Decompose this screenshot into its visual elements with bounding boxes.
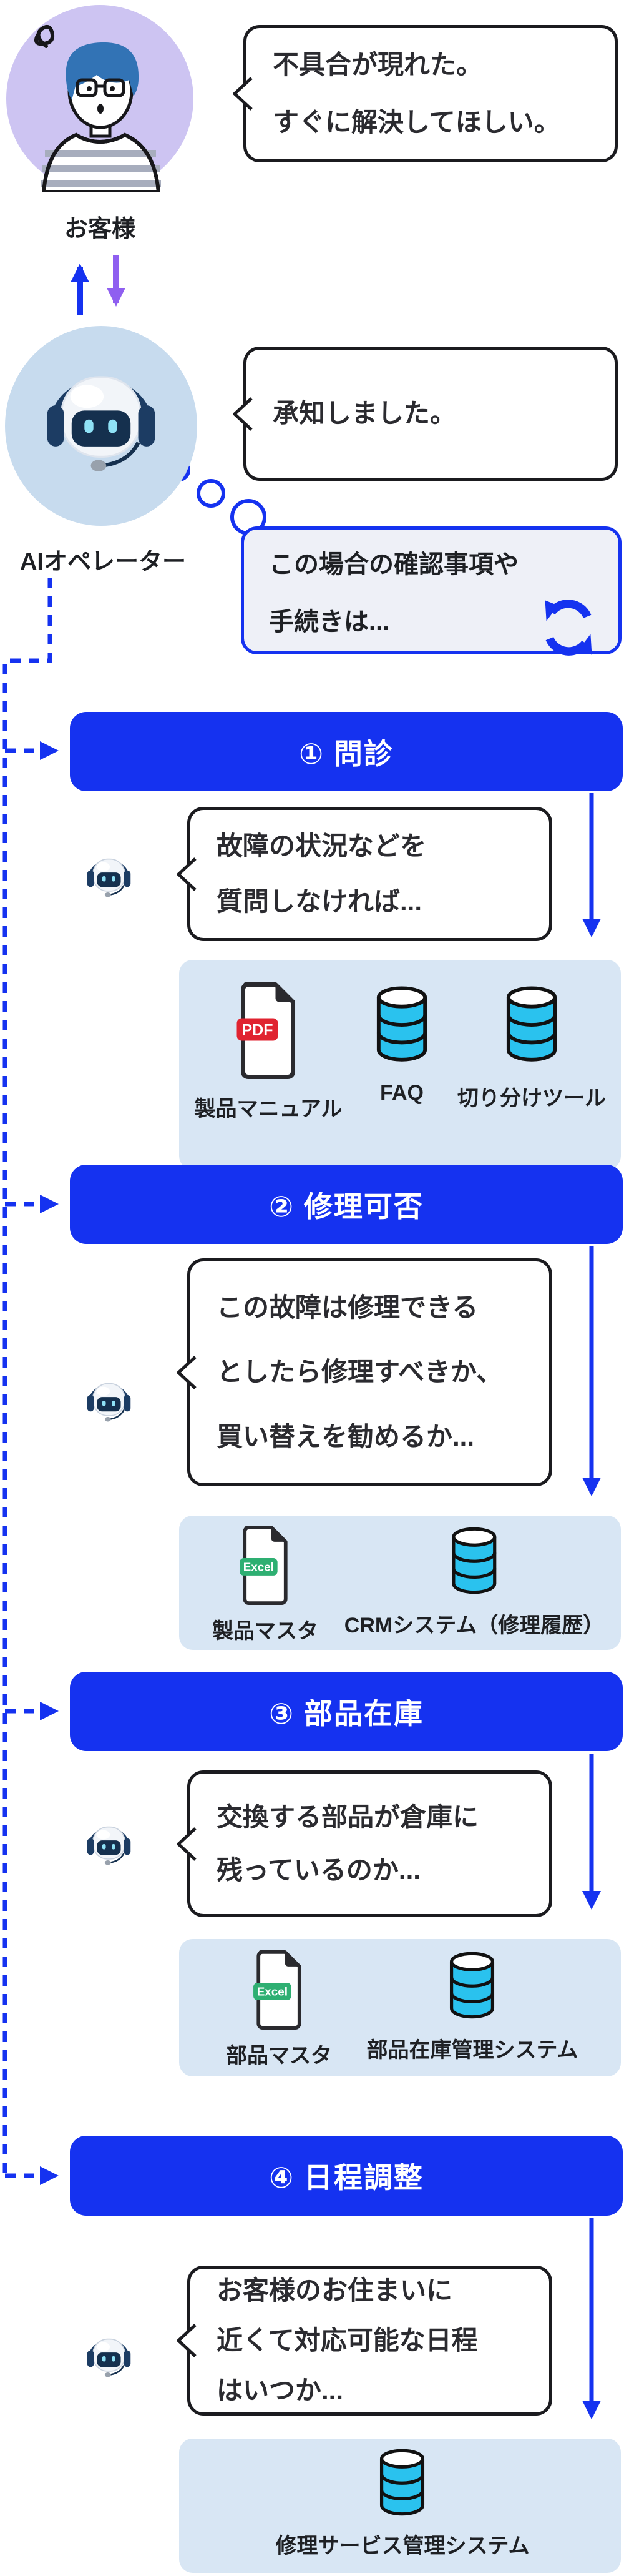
database-icon [450, 1952, 495, 2019]
microphone-icon [90, 460, 107, 471]
dashed-flow-line [2, 578, 59, 2185]
excel-file-icon: Excel [253, 1950, 301, 2030]
confusion-scribble-icon [34, 24, 55, 48]
resource-box-2: Excel 製品マスタ CRMシステム（修理履歴） [179, 1516, 621, 1650]
bubble-tail-icon [174, 856, 197, 893]
bubble-tail-icon [174, 1825, 197, 1863]
refresh-cycle-icon [545, 600, 592, 656]
speech-line: 故障の状況などを [217, 831, 427, 861]
database-icon [452, 1527, 497, 1594]
step-speech-bubble-4: お客様のお住まいに 近くて対応可能な日程 はいつか... [177, 2266, 552, 2416]
speech-line: 近くて対応可能な日程 [217, 2325, 478, 2355]
ai-operator-avatar [5, 326, 197, 526]
ai-speech-line: 承知しました。 [273, 398, 457, 428]
customer-avatar [6, 5, 193, 192]
svg-text:Excel: Excel [257, 1985, 288, 1998]
person-illustration-icon [34, 24, 161, 192]
robot-illustration-icon [47, 376, 155, 471]
resource-item: FAQ [374, 986, 429, 1105]
speech-line: としたら修理すべきか、 [217, 1357, 503, 1387]
customer-label: お客様 [64, 216, 135, 242]
thought-line: この場合の確認事項や [269, 550, 519, 578]
step-speech-bubble-3: 交換する部品が倉庫に 残っているのか... [177, 1770, 552, 1917]
step-speech-bubble-1: 故障の状況などを 質問しなければ... [177, 807, 552, 941]
step-banner-1: ① 問診 [70, 712, 623, 791]
step-banner-2: ② 修理可否 [70, 1165, 623, 1244]
resource-box-4: 修理サービス管理システム [179, 2439, 621, 2573]
robot-icon [70, 2320, 148, 2395]
speech-line: お客様のお住まいに [217, 2275, 453, 2305]
customer-speech-bubble: 不具合が現れた。 すぐに解決してほしい。 [233, 25, 618, 162]
speech-line: この故障は修理できる [217, 1293, 479, 1323]
robot-icon [70, 1364, 148, 1439]
speech-line: 残っているのか... [217, 1855, 421, 1885]
bubble-tail-icon [230, 395, 253, 433]
ai-operator-label: AIオペレーター [19, 549, 186, 575]
excel-file-icon: Excel [240, 1526, 288, 1605]
pdf-file-icon: PDF [236, 982, 296, 1079]
resource-item: Excel 部品マスタ [226, 1949, 332, 2069]
bubble-tail-icon [174, 1354, 197, 1391]
ai-speech-bubble: 承知しました。 [233, 347, 618, 481]
speech-line: 買い替えを勧めるか... [217, 1421, 475, 1451]
speech-line: 交換する部品が倉庫に [217, 1802, 479, 1832]
database-icon [376, 986, 427, 1062]
svg-text:Excel: Excel [243, 1561, 274, 1574]
resource-item: 切り分けツール [457, 986, 606, 1112]
resource-item: 部品在庫管理システム [367, 1952, 578, 2063]
ai-thought-bubble: この場合の確認事項や 手続きは... [241, 526, 622, 656]
customer-speech-line: 不具合が現れた。 [273, 49, 483, 79]
resource-item: PDF 製品マニュアル [195, 980, 342, 1122]
resource-item: 修理サービス管理システム [276, 2449, 529, 2559]
step-banner-4: ④ 日程調整 [70, 2136, 623, 2216]
speech-line: 質問しなければ... [217, 886, 422, 916]
resource-box-3: Excel 部品マスタ 部品在庫管理システム [179, 1939, 621, 2076]
thought-line: 手続きは... [269, 608, 390, 636]
svg-text:PDF: PDF [242, 1022, 273, 1039]
customer-speech-line: すぐに解決してほしい。 [273, 107, 560, 137]
bubble-tail-icon [174, 2322, 197, 2359]
step-banner-3: ③ 部品在庫 [70, 1672, 623, 1751]
step-speech-bubble-2: この故障は修理できる としたら修理すべきか、 買い替えを勧めるか... [177, 1258, 552, 1486]
speech-line: はいつか... [217, 2376, 344, 2406]
resource-item: Excel 製品マスタ [212, 1524, 318, 1644]
robot-icon [70, 1808, 148, 1883]
bubble-tail-icon [230, 75, 253, 112]
database-icon [380, 2449, 425, 2516]
database-icon [506, 986, 557, 1062]
robot-icon [70, 840, 148, 915]
resource-box-1: PDF 製品マニュアル FAQ 切り分けツール [179, 960, 621, 1170]
resource-item: CRMシステム（修理履歴） [344, 1527, 604, 1639]
